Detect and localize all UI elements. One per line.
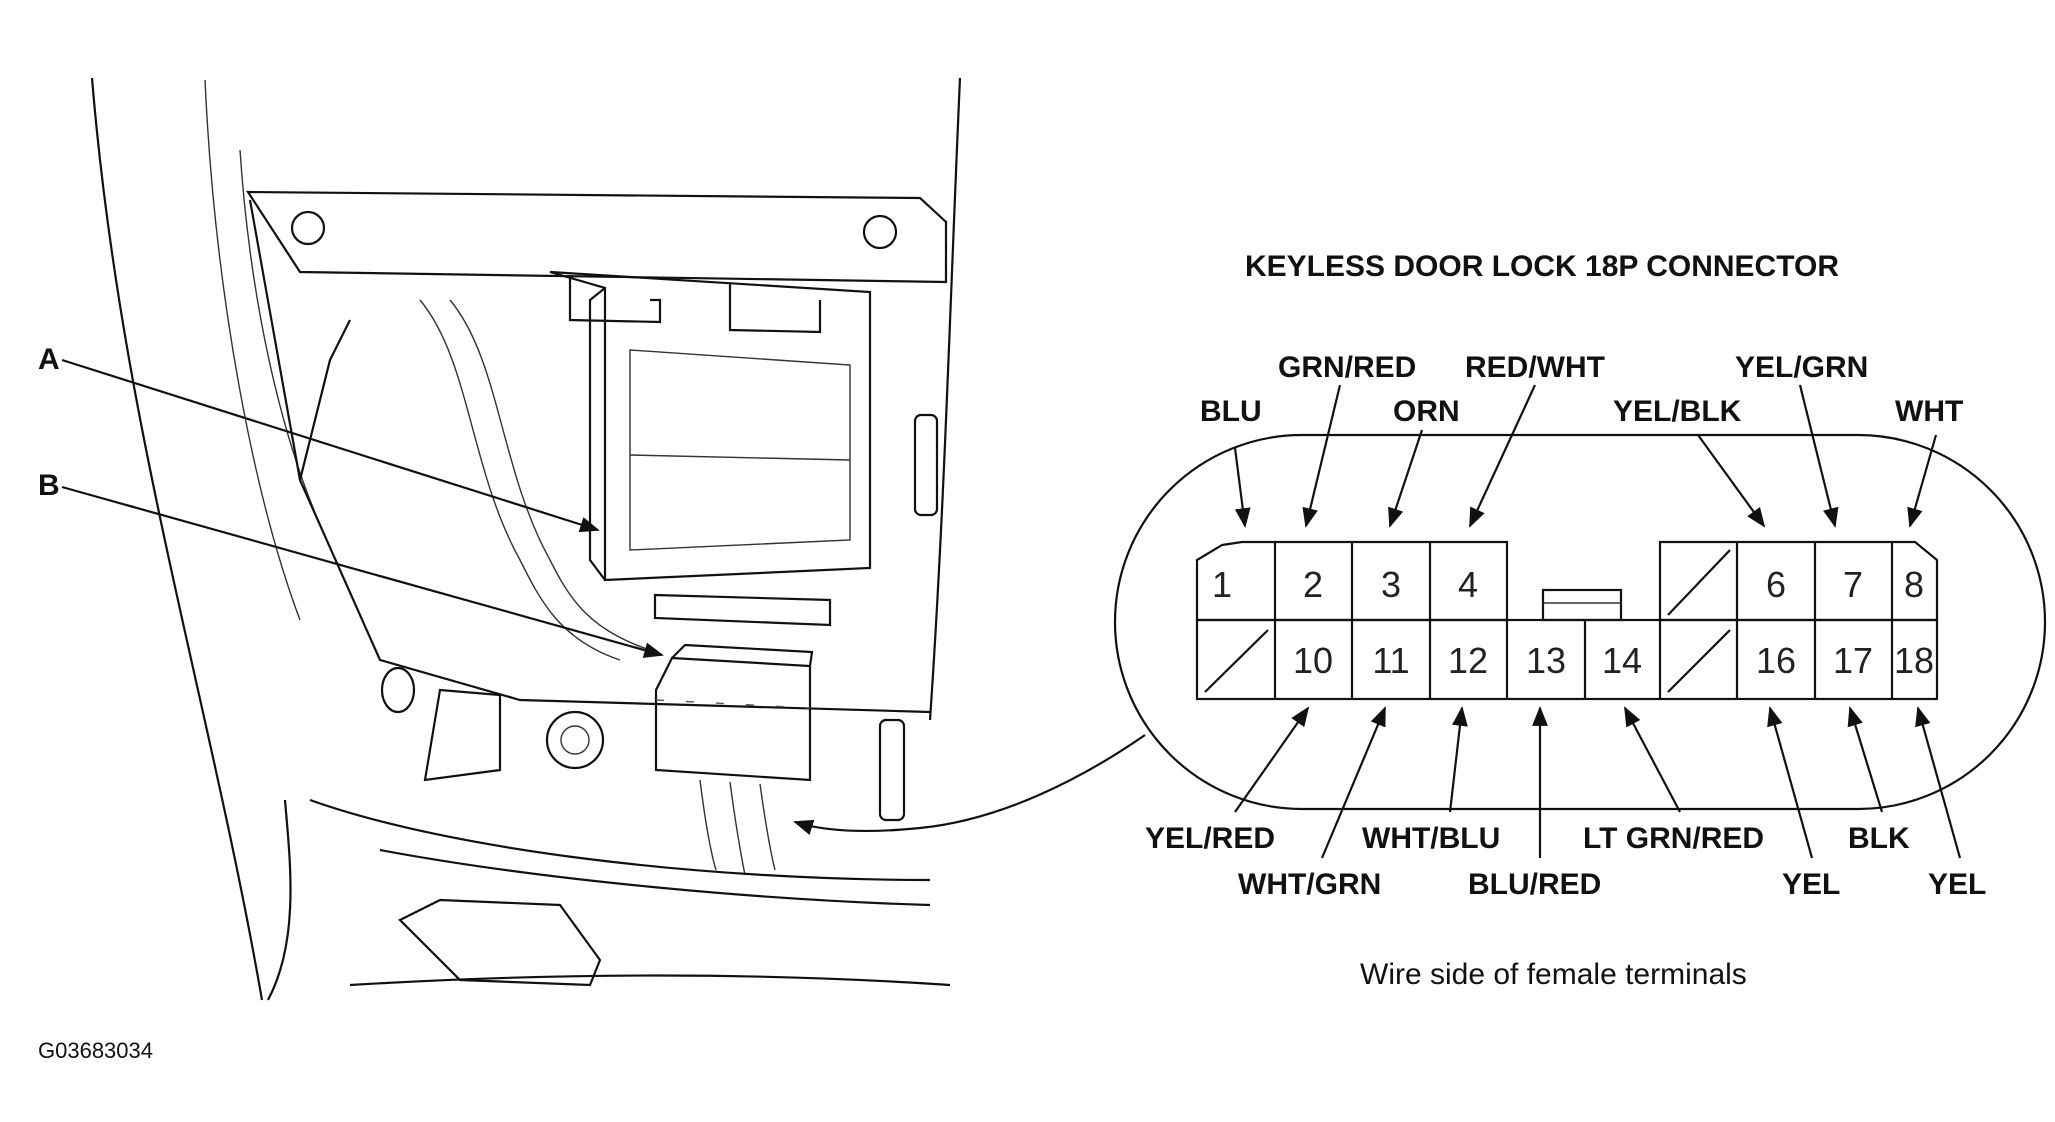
lower-bolt-inner [560,725,590,755]
opening-notch [298,319,351,481]
unit-base [653,593,832,627]
pin-4: 4 [1458,564,1478,605]
side-clip-lower [878,718,906,822]
control-unit-divider [629,454,851,461]
connector-b-body [654,656,812,782]
cavity-15-blank [1667,629,1731,693]
latch [1541,588,1623,622]
harness-wire-1 [419,299,621,661]
leader-pin-8 [1907,434,1938,528]
top-wire-leaders [1233,384,1938,528]
pin-17: 17 [1833,640,1873,681]
wire-label-pin-18: YEL [1928,868,1986,901]
wire-label-pin-17: BLK [1848,822,1910,855]
lower-panel-edge-2 [379,848,931,907]
control-unit-face [629,349,851,551]
connector-b-wire-1 [699,779,717,871]
pin-16: 16 [1756,640,1796,681]
pin-12: 12 [1448,640,1488,681]
wire-label-pin-7: YEL/GRN [1735,351,1868,384]
connector-title: KEYLESS DOOR LOCK 18P CONNECTOR [1245,250,1839,283]
leader-pin-4 [1469,384,1536,528]
lower-cover [398,898,602,987]
leader-pin-12 [1448,706,1468,813]
lower-panel-edge [309,798,931,882]
connector-outline [1113,433,2047,811]
bottom-edge [349,974,951,987]
wire-label-pin-2: GRN/RED [1278,351,1416,384]
leader-pin-1 [1233,447,1251,528]
callout-b-leader [61,485,664,658]
pin-11: 11 [1372,640,1409,681]
leader-pin-18 [1915,706,1962,859]
leader-pin-11 [1320,706,1387,859]
switch-housing [423,688,502,782]
pin-8: 8 [1904,564,1924,605]
upper-bracket [245,190,948,284]
wire-label-pin-13: BLU/RED [1468,868,1601,901]
panel-inner-curve-2 [239,149,319,521]
callout-a-label: A [38,343,60,376]
zoom-arrow [793,734,1146,835]
figure-id: G03683034 [38,1038,153,1063]
clip-left [380,666,416,714]
wire-label-pin-1: BLU [1200,395,1262,428]
leader-pin-6 [1697,434,1766,528]
wire-label-pin-3: ORN [1393,395,1460,428]
wire-label-pin-4: RED/WHT [1465,351,1605,384]
panel-inner-curve [204,79,301,621]
side-clip-upper [913,413,939,517]
leader-pin-17 [1847,706,1884,813]
connector-face [1113,433,2047,811]
pin-10: 10 [1293,640,1333,681]
leader-pin-3 [1388,429,1424,528]
wire-label-pin-16: YEL [1782,868,1840,901]
wire-label-pin-6: YEL/BLK [1613,395,1742,428]
pin-3: 3 [1381,564,1401,605]
pin-14: 14 [1602,640,1642,681]
unit-tab-left [568,275,662,324]
pin-2: 2 [1303,564,1323,605]
pin-1: 1 [1212,564,1232,605]
bracket-bolt-left [290,210,326,246]
cavity-9-blank [1204,629,1269,693]
cavity-5-blank [1667,549,1731,616]
pin-13: 13 [1526,640,1566,681]
wire-label-pin-8: WHT [1895,395,1963,428]
panel-edge-right [928,77,962,721]
top-row-right-outline [1658,540,1939,622]
callout-a-leader [61,358,600,533]
control-unit-side [588,287,606,581]
leader-pin-14 [1624,706,1681,813]
leader-pin-16 [1767,706,1814,859]
harness-wire-2 [449,299,651,651]
unit-tab-right [728,282,822,334]
lower-bolt [545,710,605,770]
keyless-control-unit [549,270,872,582]
connector-note: Wire side of female terminals [1360,958,1747,991]
leader-pin-10 [1234,706,1310,813]
pin-7: 7 [1843,564,1863,605]
pin-6: 6 [1766,564,1786,605]
wire-label-pin-12: WHT/BLU [1362,822,1500,855]
pin-18: 18 [1894,640,1934,681]
connector-b-wire-3 [759,783,776,871]
callout-b-label: B [38,469,60,502]
wire-label-pin-11: WHT/GRN [1238,868,1381,901]
connector-b-wire-2 [729,781,746,876]
panel-edge-lower [267,799,292,1001]
dashboard-illustration [61,77,962,1001]
wire-label-pin-14: LT GRN/RED [1583,822,1764,855]
bracket-bolt-right [862,214,898,250]
wire-label-pin-10: YEL/RED [1145,822,1275,855]
leader-pin-7 [1798,384,1839,528]
connector-b-top [671,643,814,667]
bottom-row-outline [1195,618,1939,701]
leader-pin-2 [1302,384,1342,528]
bottom-wire-leaders [1234,706,1962,859]
panel-edge-left [90,77,264,1001]
